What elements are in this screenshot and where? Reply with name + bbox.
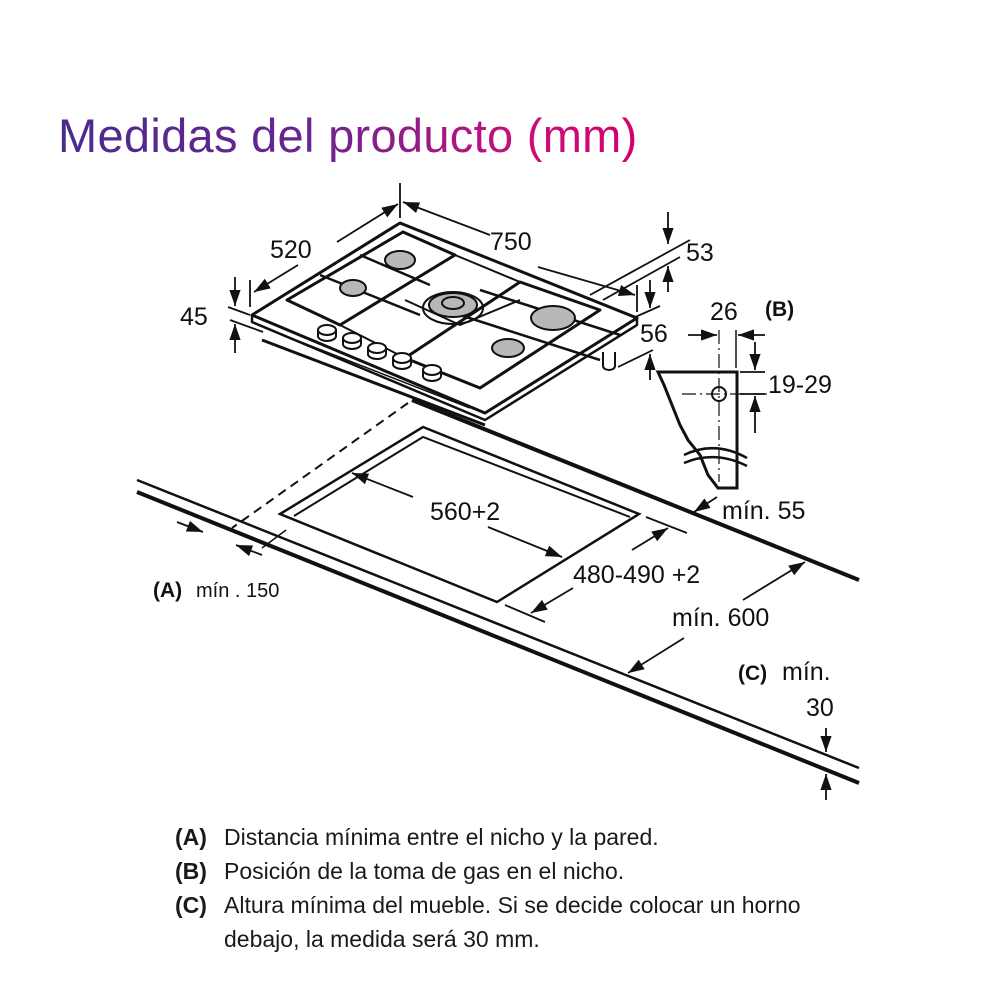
label-gas-pos-y: 19-29 [768,371,832,399]
burners [339,250,576,358]
hob-drawing [250,221,639,427]
label-min-wall: mín . 150 [196,580,279,602]
label-min-height-a: mín. [782,658,831,686]
legend-label: (A) [175,824,207,850]
label-width: 750 [490,228,532,256]
legend-item-b: (B) Posición de la toma de gas en el nic… [175,854,834,888]
label-c: (C) [738,662,767,685]
burner [339,279,367,297]
dimension-labels: 750 520 45 53 56 26 (B) 19-29 560+2 480-… [153,228,834,722]
dimension-lines [176,183,832,800]
label-min-counter-depth: mín. 600 [672,604,769,632]
label-gas-side: 56 [640,320,668,348]
label-min-back: mín. 55 [722,497,805,525]
legend-text: Altura mínima del mueble. Si se decide c… [224,892,801,952]
gas-position-detail [655,330,767,490]
legend-item-c: (C) Altura mínima del mueble. Si se deci… [175,888,834,956]
burner [441,296,465,310]
label-b: (B) [765,298,794,321]
burner [530,305,576,331]
legend: (A) Distancia mínima entre el nicho y la… [175,820,834,956]
legend-text: Distancia mínima entre el nicho y la par… [224,824,659,850]
gas-connector [602,352,616,371]
legend-item-a: (A) Distancia mínima entre el nicho y la… [175,820,834,854]
legend-label: (C) [175,892,207,918]
label-a: (A) [153,579,182,602]
label-gas-pos-x: 26 [710,298,738,326]
label-cutout-depth: 480-490 +2 [573,561,700,589]
countertop [136,398,860,785]
label-min-height-b: 30 [806,694,834,722]
page-title: Medidas del producto (mm) [58,109,638,162]
burner [384,250,416,270]
label-cutout-width: 560+2 [430,498,500,526]
cutout [277,425,642,604]
label-height: 45 [180,303,208,331]
control-knobs [317,324,442,382]
burner [491,338,525,358]
legend-text: Posición de la toma de gas en el nicho. [224,858,625,884]
label-depth: 520 [270,236,312,264]
label-gas-back: 53 [686,239,714,267]
legend-label: (B) [175,858,207,884]
